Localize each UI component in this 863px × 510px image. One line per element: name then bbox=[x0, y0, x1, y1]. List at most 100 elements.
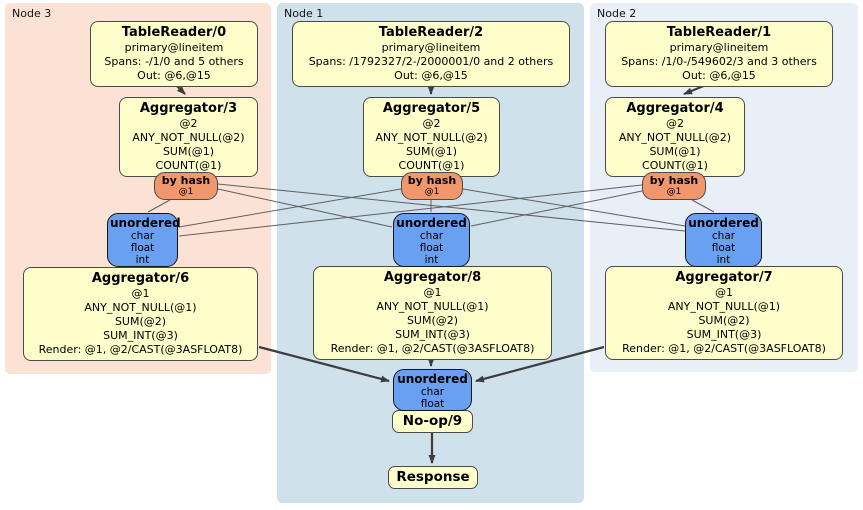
region-node2-label: Node 2 bbox=[597, 7, 637, 20]
processor-detail: Render: @1, @2/CAST(@3ASFLOAT8) bbox=[38, 343, 243, 356]
router-title: by hash bbox=[649, 174, 699, 187]
processor-detail: SUM(@1) bbox=[162, 145, 215, 158]
processor-detail: Spans: /1792327/2-/2000001/0 and 2 other… bbox=[308, 55, 554, 68]
edge-router3-sync2 bbox=[217, 183, 686, 232]
processor-detail: ANY_NOT_NULL(@1) bbox=[84, 301, 197, 314]
processor-detail: Spans: -/1/0 and 5 others bbox=[104, 55, 244, 68]
sync-type: float bbox=[420, 398, 445, 410]
sync-type: float bbox=[419, 242, 444, 254]
processor-detail: @1 bbox=[131, 287, 150, 300]
processor-tablereader-1: TableReader/1 primary@lineitem Spans: /1… bbox=[605, 21, 833, 87]
processor-detail: COUNT(@1) bbox=[398, 159, 465, 172]
processor-tablereader-2: TableReader/2 primary@lineitem Spans: /1… bbox=[292, 21, 570, 87]
sync-type: char bbox=[419, 230, 444, 242]
processor-title: Aggregator/4 bbox=[626, 101, 724, 116]
processor-detail: primary@lineitem bbox=[381, 41, 481, 54]
processor-detail: @1 bbox=[423, 286, 442, 299]
processor-detail: SUM(@1) bbox=[405, 145, 458, 158]
processor-title: Aggregator/3 bbox=[139, 101, 238, 116]
router-detail: @1 bbox=[178, 187, 194, 197]
edge-router4-sync2 bbox=[691, 199, 715, 213]
edge-router4-sync1 bbox=[470, 190, 643, 227]
processor-detail: SUM_INT(@3) bbox=[395, 328, 470, 341]
edge-router3-sync3 bbox=[147, 199, 171, 213]
processor-aggregator-5: Aggregator/5 @2 ANY_NOT_NULL(@2) SUM(@1)… bbox=[363, 97, 500, 177]
processor-detail: Out: @6,@15 bbox=[394, 69, 468, 82]
sync-type: char bbox=[420, 386, 445, 398]
processor-detail: SUM(@2) bbox=[406, 314, 459, 327]
processor-title: Aggregator/6 bbox=[91, 271, 190, 286]
sync-unordered-node2: unordered char float int bbox=[685, 213, 762, 267]
processor-detail: Render: @1, @2/CAST(@3ASFLOAT8) bbox=[622, 342, 826, 355]
sync-unordered-node3: unordered char float int bbox=[107, 213, 181, 267]
sync-type: int bbox=[135, 254, 150, 266]
processor-title: TableReader/2 bbox=[378, 25, 484, 40]
edge-router5-sync2 bbox=[462, 188, 686, 227]
edge-router3-sync1 bbox=[217, 188, 393, 228]
router-by-hash-node1: by hash @1 bbox=[401, 172, 463, 200]
region-node3-label: Node 3 bbox=[12, 7, 52, 20]
processor-title: Aggregator/8 bbox=[383, 270, 482, 285]
processor-title: Response bbox=[396, 469, 470, 485]
sync-type: int bbox=[424, 254, 439, 266]
router-by-hash-node3: by hash @1 bbox=[154, 172, 218, 200]
sync-type: float bbox=[130, 242, 155, 254]
edge-aggregator7-final-sync bbox=[475, 345, 605, 383]
processor-detail: @2 bbox=[179, 117, 198, 130]
sync-type: int bbox=[716, 254, 731, 266]
sync-title: unordered bbox=[396, 216, 467, 230]
sync-title: unordered bbox=[110, 216, 181, 230]
sync-type: char bbox=[711, 230, 736, 242]
router-title: by hash bbox=[407, 174, 457, 187]
processor-title: TableReader/1 bbox=[666, 25, 772, 40]
processor-tablereader-0: TableReader/0 primary@lineitem Spans: -/… bbox=[90, 21, 258, 87]
processor-detail: COUNT(@1) bbox=[155, 159, 222, 172]
processor-aggregator-7: Aggregator/7 @1 ANY_NOT_NULL(@1) SUM(@2)… bbox=[605, 266, 843, 360]
response-node: Response bbox=[388, 466, 478, 489]
processor-detail: ANY_NOT_NULL(@2) bbox=[618, 131, 732, 144]
processor-detail: @2 bbox=[422, 117, 441, 130]
processor-detail: @1 bbox=[715, 286, 733, 299]
sync-unordered-node1: unordered char float int bbox=[393, 213, 470, 267]
processor-detail: Render: @1, @2/CAST(@3ASFLOAT8) bbox=[330, 342, 535, 355]
router-detail: @1 bbox=[424, 187, 440, 197]
processor-title: TableReader/0 bbox=[121, 25, 227, 40]
processor-detail: COUNT(@1) bbox=[642, 159, 708, 172]
processor-title: Aggregator/5 bbox=[382, 101, 481, 116]
processor-detail: Out: @6,@15 bbox=[137, 69, 211, 82]
processor-title: Aggregator/7 bbox=[675, 270, 773, 285]
processor-detail: ANY_NOT_NULL(@2) bbox=[375, 131, 488, 144]
processor-detail: Spans: /1/0-/549602/3 and 3 others bbox=[621, 55, 817, 68]
processor-detail: Out: @6,@15 bbox=[682, 69, 756, 82]
sync-title: unordered bbox=[688, 216, 759, 230]
processor-detail: SUM(@2) bbox=[114, 315, 167, 328]
processor-aggregator-3: Aggregator/3 @2 ANY_NOT_NULL(@2) SUM(@1)… bbox=[119, 97, 258, 177]
processor-detail: primary@lineitem bbox=[669, 41, 769, 54]
processor-detail: @2 bbox=[666, 117, 684, 130]
processor-aggregator-4: Aggregator/4 @2 ANY_NOT_NULL(@2) SUM(@1)… bbox=[605, 97, 745, 177]
processor-detail: SUM_INT(@3) bbox=[686, 328, 762, 341]
processor-detail: SUM(@1) bbox=[649, 145, 701, 158]
sync-unordered-final: unordered char float bbox=[393, 369, 472, 411]
router-by-hash-node2: by hash @1 bbox=[642, 172, 706, 200]
processor-detail: ANY_NOT_NULL(@2) bbox=[132, 131, 245, 144]
edge-router5-sync3 bbox=[178, 188, 402, 228]
processor-aggregator-8: Aggregator/8 @1 ANY_NOT_NULL(@1) SUM(@2)… bbox=[313, 266, 552, 360]
sync-title: unordered bbox=[397, 372, 468, 386]
processor-detail: SUM_INT(@3) bbox=[103, 329, 178, 342]
router-detail: @1 bbox=[666, 187, 682, 197]
region-node1-label: Node 1 bbox=[284, 7, 324, 20]
sync-type: float bbox=[711, 242, 736, 254]
edge-aggregator6-final-sync bbox=[258, 345, 390, 383]
processor-detail: ANY_NOT_NULL(@1) bbox=[667, 300, 781, 313]
processor-noop: No-op/9 bbox=[392, 410, 473, 433]
processor-title: No-op/9 bbox=[402, 413, 463, 429]
processor-detail: ANY_NOT_NULL(@1) bbox=[376, 300, 489, 313]
router-title: by hash bbox=[161, 174, 211, 187]
processor-detail: SUM(@2) bbox=[698, 314, 750, 327]
processor-aggregator-6: Aggregator/6 @1 ANY_NOT_NULL(@1) SUM(@2)… bbox=[23, 267, 258, 361]
edge-router4-sync3 bbox=[178, 184, 643, 237]
processor-detail: primary@lineitem bbox=[124, 41, 224, 54]
